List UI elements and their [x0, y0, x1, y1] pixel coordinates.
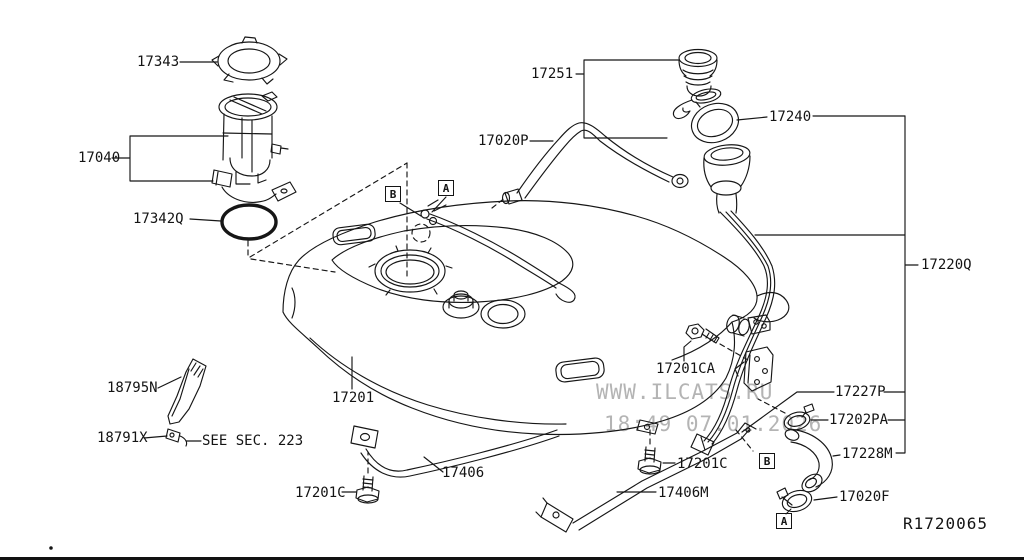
part-label-lock-ring[interactable]: 17343	[137, 54, 180, 70]
part-label-bracket-bolt[interactable]: 17201CA	[656, 361, 716, 377]
part-label-tank-bolt-rear[interactable]: 17201C	[677, 456, 728, 472]
part-label-tank-bolt-front[interactable]: 17201C	[295, 485, 346, 501]
ref-box-b-bottom: B	[759, 453, 775, 469]
ref-letter-b: B	[389, 187, 397, 201]
tube-protector-art	[734, 346, 774, 392]
watermark-site: WWW.ILCATS.RU	[596, 380, 774, 404]
part-label-clamp-upper[interactable]: 17202PA	[829, 412, 889, 428]
part-label-filler-gasket[interactable]: 17240	[769, 109, 812, 125]
bracket-bolt-art	[685, 323, 720, 344]
dashed-reference-lines	[247, 162, 786, 474]
filler-gasket-art	[690, 101, 740, 144]
ref-box-a-bottom: A	[776, 513, 792, 529]
part-label-clip[interactable]: 18791X	[97, 430, 148, 446]
part-label-filler-cap[interactable]: 17251	[531, 66, 574, 82]
filler-cap-art	[672, 48, 722, 120]
part-label-band-front[interactable]: 17406	[442, 465, 485, 481]
part-label-breather-hose[interactable]: 17020P	[478, 133, 529, 149]
filler-tube-art	[690, 144, 776, 456]
band-rear-art	[535, 419, 757, 533]
ref-letter-a: A	[442, 181, 450, 195]
part-label-fuel-tank[interactable]: 17201	[332, 390, 375, 406]
drawing-code: R1720065	[903, 514, 989, 533]
filler-hose-art	[784, 428, 833, 493]
leader-lines	[111, 59, 919, 501]
clip-art	[165, 428, 188, 447]
breather-hose-art	[501, 122, 689, 205]
part-label-filler-hose[interactable]: 17228M	[842, 446, 893, 462]
part-label-filler-tube-assy[interactable]: 17220Q	[921, 257, 972, 273]
lock-ring-art	[211, 36, 288, 85]
see-section-note: SEE SEC. 223	[202, 433, 304, 449]
part-label-o-ring[interactable]: 17342Q	[133, 211, 184, 227]
part-label-clamp-lower[interactable]: 17020F	[839, 489, 890, 505]
bolt-rear-art	[637, 446, 662, 475]
part-label-fuel-pump[interactable]: 17040	[78, 150, 121, 166]
ref-box-a-top: A	[438, 180, 454, 196]
o-ring-art	[220, 203, 278, 241]
clamp-lower-art	[776, 487, 813, 515]
bolt-front-art	[355, 475, 380, 504]
part-label-protector[interactable]: 18795N	[107, 380, 158, 396]
ref-box-b-top: B	[385, 186, 401, 202]
ref-letter-a: A	[780, 514, 788, 528]
bottom-border-line	[0, 557, 1024, 560]
ref-letter-b: B	[763, 454, 771, 468]
part-label-band-rear[interactable]: 17406M	[658, 485, 709, 501]
protector-art	[167, 358, 207, 425]
band-front-art	[350, 425, 560, 478]
clamp-upper-art	[783, 403, 815, 431]
part-label-tube-protector[interactable]: 17227P	[835, 384, 886, 400]
fuel-pump-art	[211, 91, 297, 203]
